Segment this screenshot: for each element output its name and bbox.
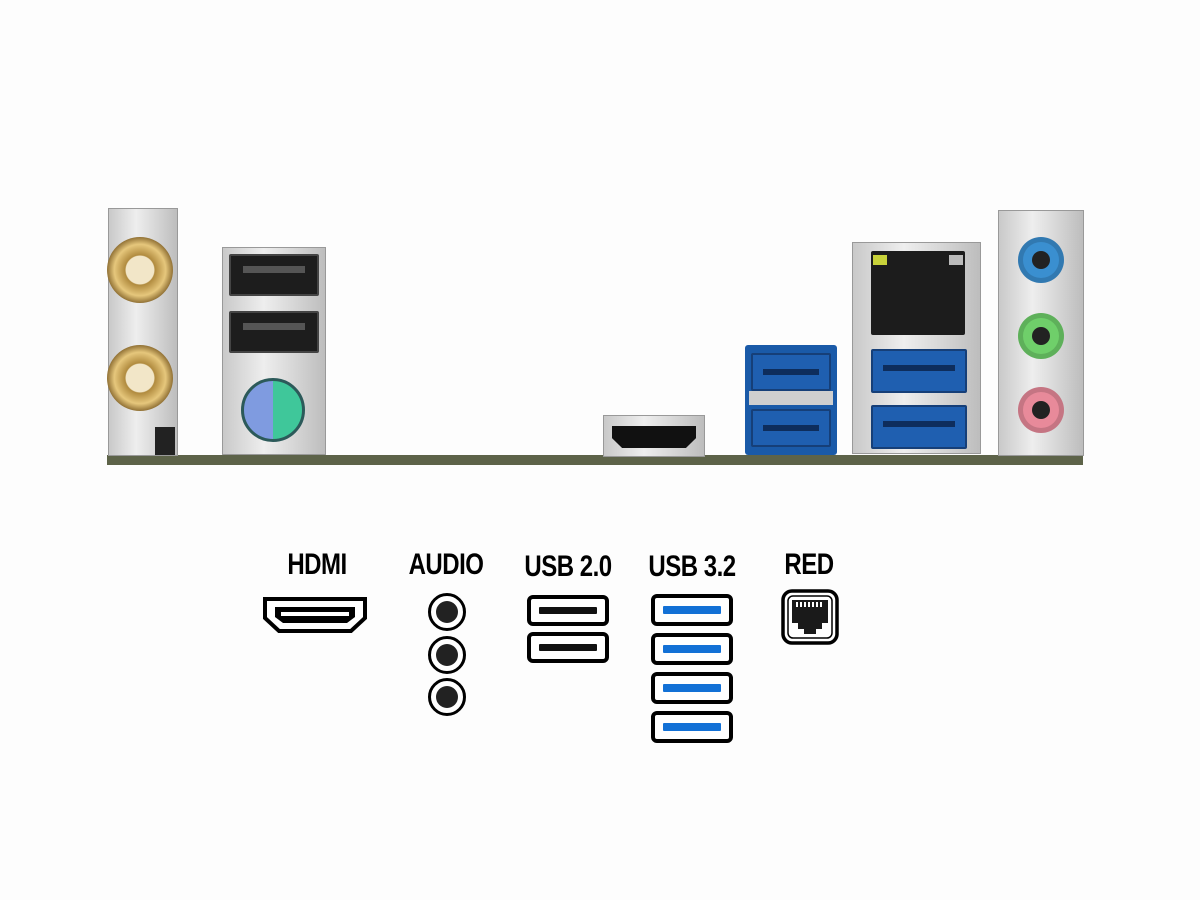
usb3-port (871, 405, 967, 449)
usb2-port (229, 254, 319, 296)
audio-jack-line-in-icon (1018, 237, 1064, 283)
port-legend: HDMI AUDIO USB 2.0 USB 3.2 RED (0, 520, 1200, 780)
usb3-port (751, 353, 831, 391)
legend-label-lan: RED (784, 547, 834, 582)
audio-jack-icon (428, 636, 466, 674)
ethernet-icon (781, 589, 839, 645)
legend-label-usb20: USB 2.0 (524, 549, 612, 584)
io-panel-photo (107, 208, 1084, 465)
usb3-icon (651, 672, 733, 704)
audio-jack-icon (428, 678, 466, 716)
audio-jack-mic-icon (1018, 387, 1064, 433)
legend-label-audio: AUDIO (408, 547, 484, 582)
motherboard-edge (107, 455, 1083, 465)
lan-led-icon (949, 255, 963, 265)
usb2-port (229, 311, 319, 353)
hdmi-socket (612, 426, 696, 448)
usb2-ps2-block (222, 247, 326, 455)
legend-label-usb32: USB 3.2 (648, 549, 736, 584)
usb3-stack (745, 345, 837, 455)
usb2-icon (527, 632, 609, 663)
bracket-clip (155, 427, 175, 455)
usb3-port (751, 409, 831, 447)
lan-led-icon (873, 255, 887, 265)
usb3-icon (651, 594, 733, 626)
wifi-antenna-connector-icon (107, 237, 173, 303)
usb3-icon (651, 633, 733, 665)
usb3-divider (749, 391, 833, 405)
audio-jack-icon (428, 593, 466, 631)
usb3-port (871, 349, 967, 393)
audio-block (998, 210, 1084, 456)
legend-label-hdmi: HDMI (287, 547, 347, 582)
wifi-antenna-connector-icon (107, 345, 173, 411)
hdmi-port (603, 415, 705, 457)
audio-jack-line-out-icon (1018, 313, 1064, 359)
hdmi-icon (263, 597, 367, 633)
ps2-port-icon (241, 378, 305, 442)
rj45-port (871, 251, 965, 335)
lan-usb3-block (852, 242, 981, 454)
usb3-icon (651, 711, 733, 743)
usb2-icon (527, 595, 609, 626)
wifi-bracket (107, 208, 178, 456)
